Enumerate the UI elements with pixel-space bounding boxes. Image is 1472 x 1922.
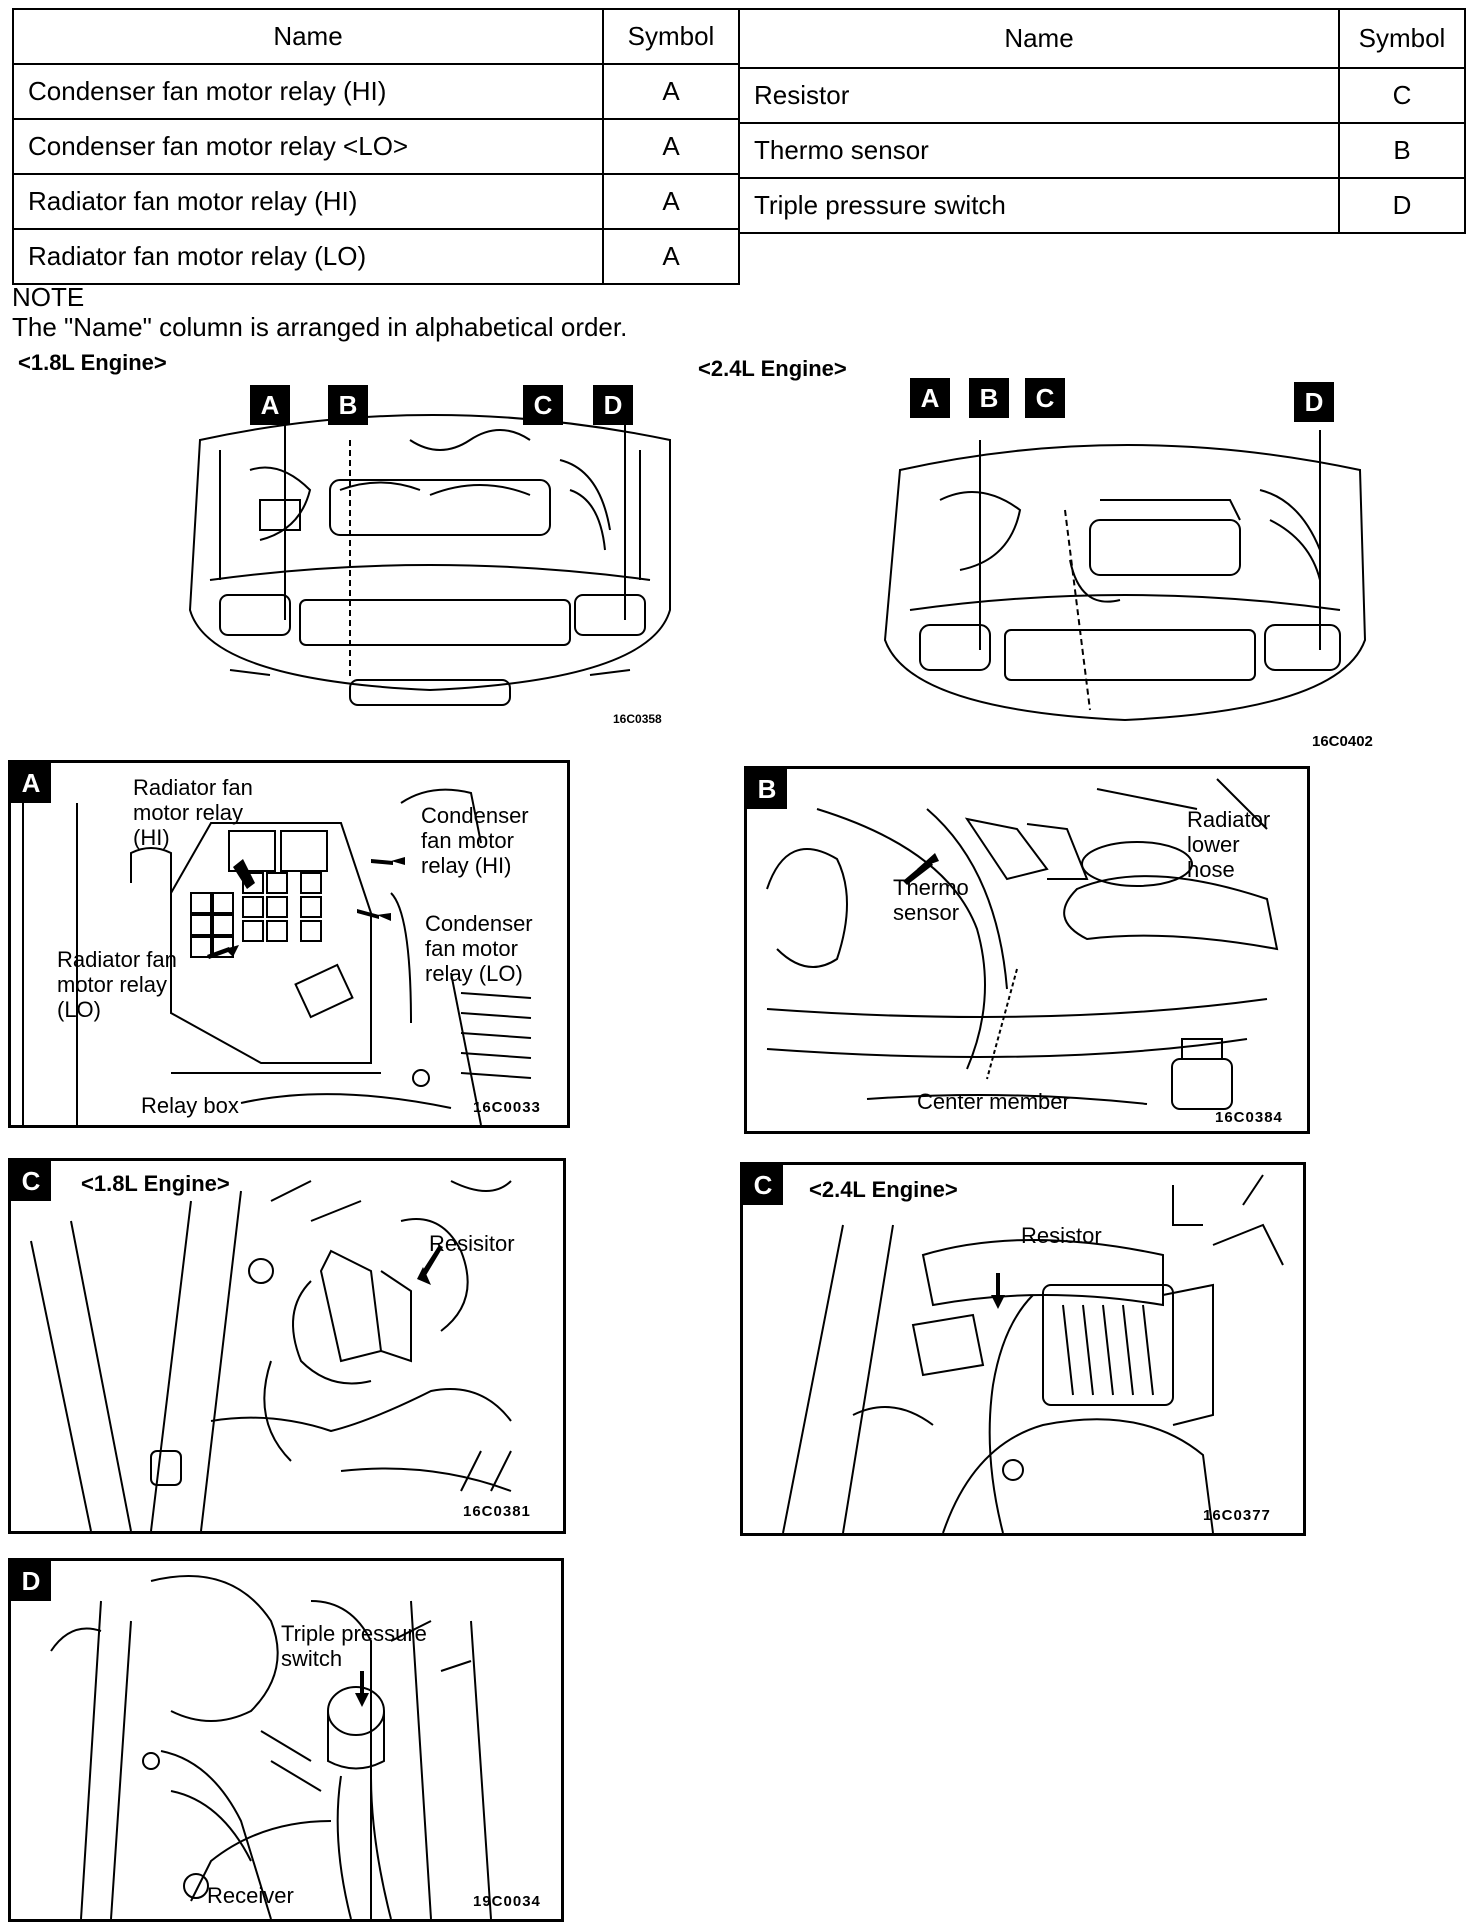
part-name: Triple pressure switch — [738, 177, 1340, 234]
label-radiator-fan-relay-hi: Radiator fan motor relay (HI) — [133, 775, 253, 850]
engine-24-marker-a: A — [910, 378, 950, 418]
engine-24-label: <2.4L Engine> — [698, 356, 847, 381]
label-resistor: Resistor — [1021, 1223, 1102, 1248]
label-receiver: Receiver — [207, 1883, 294, 1908]
detail-panel-d: D Triple pressure switch Receiver 19C003… — [8, 1558, 564, 1922]
part-symbol: C — [1338, 67, 1466, 124]
table-row: Triple pressure switch D — [738, 177, 1466, 234]
engine-18-figure-code: 16C0358 — [613, 712, 662, 726]
relay-box-drawing — [22, 763, 532, 1125]
engine-18-label: <1.8L Engine> — [18, 350, 167, 375]
column-header-symbol: Symbol — [1338, 8, 1466, 69]
column-header-name: Name — [738, 8, 1340, 69]
engine-18-overview-drawing — [188, 400, 671, 706]
part-name: Radiator fan motor relay (LO) — [12, 228, 604, 285]
label-relay-box: Relay box — [141, 1093, 239, 1118]
part-name: Thermo sensor — [738, 122, 1340, 179]
engine-24-figure-code: 16C0402 — [1312, 733, 1373, 750]
panel-a-letter: A — [11, 763, 51, 803]
resistor-18-drawing — [30, 1180, 512, 1531]
panel-d-letter: D — [11, 1561, 51, 1601]
engine-24-marker-c: C — [1025, 378, 1065, 418]
triple-pressure-switch-drawing — [50, 1575, 492, 1919]
part-symbol: A — [602, 173, 740, 230]
detail-panel-a: A Radiator fan motor relay (HI) Condense… — [8, 760, 570, 1128]
label-condenser-fan-relay-hi: Condenser fan motor relay (HI) — [421, 803, 529, 878]
engine-18-marker-d: D — [593, 385, 633, 425]
thermo-sensor-drawing — [766, 778, 1279, 1110]
panel-b-figure-code: 16C0384 — [1215, 1109, 1283, 1126]
table-row: Condenser fan motor relay (HI) A — [12, 63, 740, 120]
panel-d-figure-code: 19C0034 — [473, 1893, 541, 1910]
table-row: Thermo sensor B — [738, 122, 1466, 179]
panel-c-18-figure-code: 16C0381 — [463, 1503, 531, 1520]
engine-24-marker-b: B — [969, 378, 1009, 418]
note-heading: NOTE — [12, 282, 85, 312]
part-name: Condenser fan motor relay (HI) — [12, 63, 604, 120]
label-radiator-fan-relay-lo: Radiator fan motor relay (LO) — [57, 947, 177, 1022]
column-header-symbol: Symbol — [602, 8, 740, 65]
table-row: Resistor C — [738, 67, 1466, 124]
part-symbol: D — [1338, 177, 1466, 234]
parts-table-right: Name Symbol Resistor C Thermo sensor B T… — [738, 8, 1466, 234]
engine-24-marker-d: D — [1294, 382, 1334, 422]
table-row: Radiator fan motor relay (HI) A — [12, 173, 740, 230]
part-symbol: A — [602, 63, 740, 120]
panel-c-18-letter: C — [11, 1161, 51, 1201]
note-text: The "Name" column is arranged in alphabe… — [12, 312, 628, 342]
label-resisitor: Resisitor — [429, 1231, 515, 1256]
part-name: Radiator fan motor relay (HI) — [12, 173, 604, 230]
engine-18-marker-a: A — [250, 385, 290, 425]
engine-18-marker-c: C — [523, 385, 563, 425]
part-symbol: A — [602, 228, 740, 285]
parts-table-left: Name Symbol Condenser fan motor relay (H… — [12, 8, 740, 285]
panel-c-24-figure-code: 16C0377 — [1203, 1507, 1271, 1524]
detail-panel-c-18: C <1.8L Engine> Resisitor 16C0381 — [8, 1158, 566, 1534]
part-name: Condenser fan motor relay <LO> — [12, 118, 604, 175]
table-row: Radiator fan motor relay (LO) A — [12, 228, 740, 285]
engine-18-marker-b: B — [328, 385, 368, 425]
part-symbol: B — [1338, 122, 1466, 179]
detail-panel-b: B Thermo sensor Radiator lower hose Cent… — [744, 766, 1310, 1134]
label-condenser-fan-relay-lo: Condenser fan motor relay (LO) — [425, 911, 533, 986]
label-center-member: Center member — [917, 1089, 1070, 1114]
panel-c-18-engine-label: <1.8L Engine> — [81, 1171, 230, 1196]
detail-panel-c-24: C <2.4L Engine> Resistor 16C0377 — [740, 1162, 1306, 1536]
resistor-24-drawing — [782, 1174, 1284, 1533]
table-row: Condenser fan motor relay <LO> A — [12, 118, 740, 175]
label-thermo-sensor: Thermo sensor — [893, 875, 969, 925]
label-triple-pressure-switch: Triple pressure switch — [281, 1621, 427, 1671]
panel-a-figure-code: 16C0033 — [473, 1099, 541, 1116]
panel-c-24-letter: C — [743, 1165, 783, 1205]
panel-c-24-engine-label: <2.4L Engine> — [809, 1177, 958, 1202]
column-header-name: Name — [12, 8, 604, 65]
part-name: Resistor — [738, 67, 1340, 124]
panel-b-letter: B — [747, 769, 787, 809]
engine-24-overview-drawing — [883, 430, 1367, 722]
part-symbol: A — [602, 118, 740, 175]
label-radiator-lower-hose: Radiator lower hose — [1187, 807, 1271, 882]
